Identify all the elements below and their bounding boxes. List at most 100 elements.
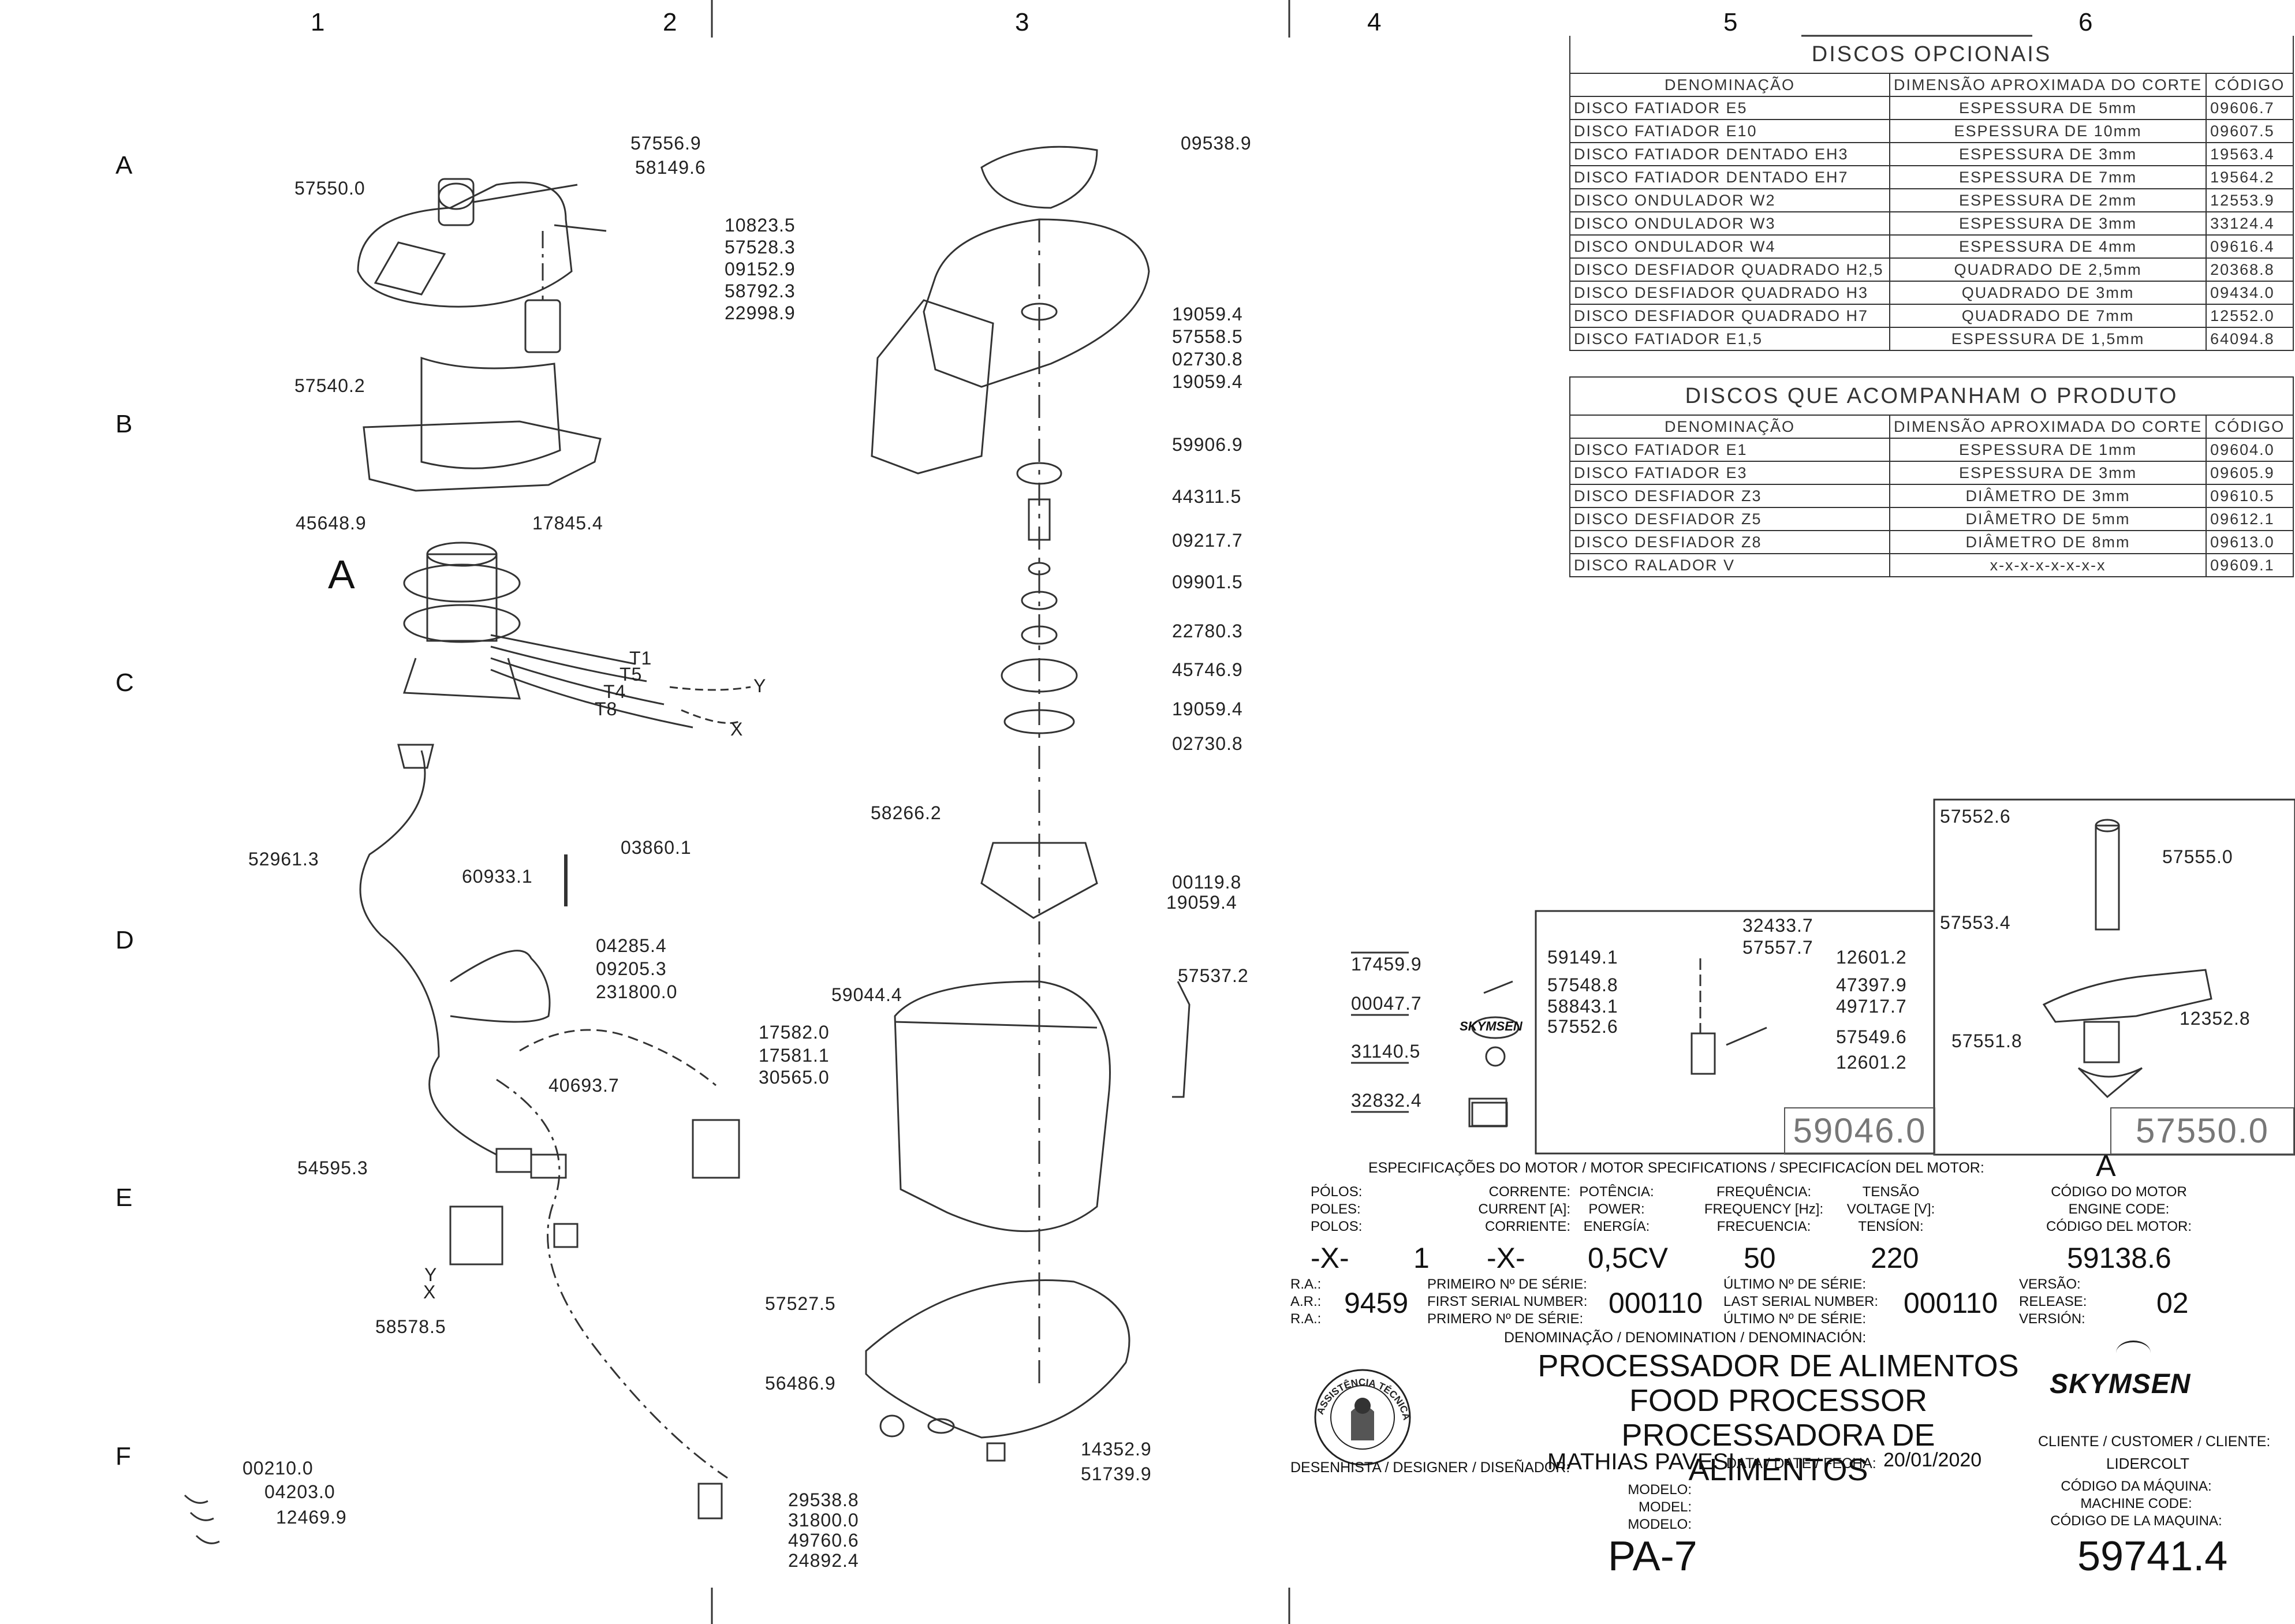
part-label: 12469.9 — [276, 1507, 347, 1528]
included-discs-table: DISCOS QUE ACOMPANHAM O PRODUTO DENOMINA… — [1569, 376, 2294, 577]
part-label: 58266.2 — [871, 802, 942, 823]
codigo-cell: 33124.4 — [2206, 211, 2294, 236]
engine-code-value: 59138.6 — [2067, 1242, 2171, 1274]
part-label: 57551.8 — [1951, 1031, 2022, 1051]
part-label: 22998.9 — [725, 303, 796, 323]
client-value: LIDERCOLT — [2106, 1455, 2189, 1472]
header-denominacao: DENOMINAÇÃO — [1569, 73, 1890, 97]
version-value: 02 — [2156, 1287, 2189, 1319]
denominacao-cell: DISCO FATIADOR DENTADO EH3 — [1569, 142, 1890, 166]
product-name: PROCESSADOR DE ALIMENTOS FOOD PROCESSOR … — [1536, 1349, 2021, 1487]
part-label: 03860.1 — [621, 837, 692, 858]
power-label: POTÊNCIA:POWER:ENERGÍA: — [1579, 1184, 1654, 1234]
part-label: 47397.9 — [1836, 975, 1907, 995]
dimensao-cell: ESPESSURA DE 3mm — [1889, 211, 2207, 236]
part-label: 19059.4 — [1172, 699, 1243, 719]
part-label: 49760.6 — [788, 1530, 859, 1551]
part-label: 54595.3 — [297, 1158, 368, 1178]
header-codigo: CÓDIGO — [2206, 73, 2294, 97]
designer-value: MATHIAS PAVESI — [1547, 1449, 1735, 1474]
dimensao-cell: ESPESSURA DE 5mm — [1889, 96, 2207, 120]
part-label: 57537.2 — [1178, 965, 1249, 986]
denominacao-cell: DISCO DESFIADOR Z8 — [1569, 530, 1890, 554]
codigo-cell: 19564.2 — [2206, 165, 2294, 189]
part-label: 19059.4 — [1166, 892, 1237, 913]
zone-column-5: 5 — [1723, 8, 1738, 36]
part-label: 231800.0 — [596, 981, 678, 1002]
dimensao-cell: QUADRADO DE 7mm — [1889, 304, 2207, 328]
assembly-a-label: A — [328, 552, 355, 597]
part-label: 00047.7 — [1351, 993, 1422, 1014]
dimensao-cell: ESPESSURA DE 3mm — [1889, 142, 2207, 166]
model-label: MODELO:MODEL:MODELO: — [1628, 1482, 1692, 1532]
part-label: 57540.2 — [294, 375, 365, 396]
zone-column-4: 4 — [1367, 8, 1382, 36]
wire-label: Y — [753, 675, 767, 696]
part-label: 59906.9 — [1172, 434, 1243, 455]
part-label: 49717.7 — [1836, 996, 1907, 1017]
part-label: 12601.2 — [1836, 947, 1907, 968]
part-label: 57556.9 — [630, 133, 701, 154]
denominacao-cell: DISCO DESFIADOR QUADRADO H7 — [1569, 304, 1890, 328]
part-label: 24892.4 — [788, 1550, 859, 1571]
part-label: 12601.2 — [1836, 1052, 1907, 1073]
optional-discs-table: DISCOS OPCIONAIS DENOMINAÇÃO DIMENSÃO AP… — [1569, 36, 2294, 351]
header-denominacao: DENOMINAÇÃO — [1569, 415, 1890, 439]
part-label: 31800.0 — [788, 1510, 859, 1530]
part-label: 10823.5 — [725, 215, 796, 236]
codigo-cell: 20368.8 — [2206, 257, 2294, 282]
frequency-label: FREQUÊNCIA:FREQUENCY [Hz]:FRECUENCIA: — [1704, 1184, 1824, 1234]
date-value: 20/01/2020 — [1883, 1449, 1982, 1471]
part-label: 59044.4 — [831, 984, 902, 1005]
dimensao-cell: DIÂMETRO DE 3mm — [1889, 484, 2207, 508]
zone-row-a: A — [115, 151, 133, 180]
included-discs-title: DISCOS QUE ACOMPANHAM O PRODUTO — [1569, 376, 2294, 416]
zone-column-6: 6 — [2078, 8, 2093, 36]
part-label: 57552.6 — [1940, 806, 2011, 827]
header-dimensao: DIMENSÃO APROXIMADA DO CORTE — [1889, 73, 2207, 97]
codigo-cell: 64094.8 — [2206, 327, 2294, 351]
denominacao-cell: DISCO DESFIADOR Z3 — [1569, 484, 1890, 508]
last-serial-value: 000110 — [1904, 1287, 1998, 1319]
part-label: 57527.5 — [765, 1293, 836, 1314]
dimensao-cell: QUADRADO DE 3mm — [1889, 281, 2207, 305]
authorized-service-seal: ASSISTÊNCIA TÉCNICA AUTORIZADA — [1301, 1345, 1420, 1469]
zone-column-3: 3 — [1015, 8, 1029, 36]
zone-column-1: 1 — [311, 8, 325, 36]
wire-label: T8 — [595, 699, 618, 719]
denominacao-cell: DISCO ONDULADOR W2 — [1569, 188, 1890, 212]
part-label: 00210.0 — [242, 1458, 314, 1479]
part-label: 12352.8 — [2180, 1008, 2251, 1029]
part-label: 59149.1 — [1547, 947, 1618, 968]
part-label: 22780.3 — [1172, 621, 1243, 641]
denominacao-cell: DISCO FATIADOR DENTADO EH7 — [1569, 165, 1890, 189]
ra-label: R.A.:A.R.:R.A.: — [1290, 1276, 1322, 1327]
first-serial-label: PRIMEIRO Nº DE SÉRIE:FIRST SERIAL NUMBER… — [1427, 1276, 1588, 1327]
machine-code-value: 59741.4 — [2077, 1533, 2228, 1580]
dimensao-cell: ESPESSURA DE 4mm — [1889, 234, 2207, 259]
part-label: 58792.3 — [725, 281, 796, 301]
product-name-pt: PROCESSADOR DE ALIMENTOS — [1538, 1349, 2019, 1383]
part-label: 17459.9 — [1351, 954, 1422, 975]
part-label: 19059.4 — [1172, 304, 1243, 324]
last-serial-label: ÚLTIMO Nº DE SÉRIE:LAST SERIAL NUMBER:ÚL… — [1723, 1276, 1879, 1327]
part-label: 57549.6 — [1836, 1026, 1907, 1047]
brand-logo: SKYMSEN — [2050, 1369, 2191, 1399]
codigo-cell: 09434.0 — [2206, 281, 2294, 305]
part-label: 09538.9 — [1181, 133, 1252, 154]
part-label: 57548.8 — [1547, 975, 1618, 995]
wire-label: T4 — [603, 681, 626, 702]
motor-spec-heading: ESPECIFICAÇÕES DO MOTOR / MOTOR SPECIFIC… — [1368, 1160, 1984, 1176]
part-label: 57555.0 — [2162, 846, 2233, 867]
denominacao-cell: DISCO FATIADOR E1 — [1569, 438, 1890, 462]
